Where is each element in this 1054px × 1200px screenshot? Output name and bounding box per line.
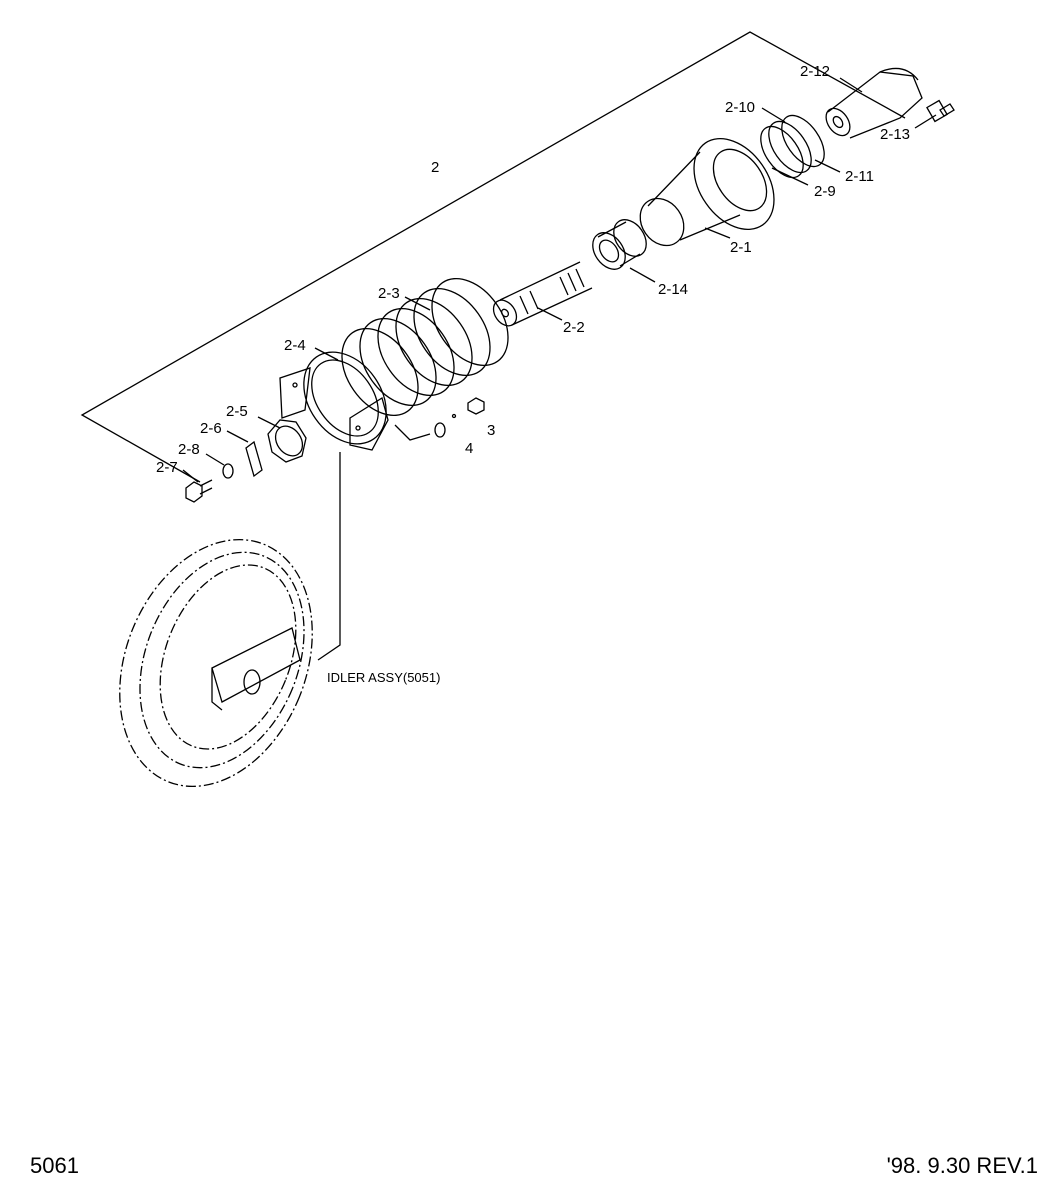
callout-2-12: 2-12 (800, 63, 830, 80)
part-2-13-fitting (926, 99, 955, 123)
callout-2-3: 2-3 (378, 285, 400, 302)
callout-2-10: 2-10 (725, 99, 755, 116)
part-2-3-spring (341, 277, 509, 417)
callout-2-2: 2-2 (563, 319, 585, 336)
part-2-11-ring (781, 114, 825, 168)
leader-2-2 (537, 307, 563, 321)
callout-2-9: 2-9 (814, 183, 836, 200)
part-2-10-ring (768, 120, 812, 174)
leader-2-7 (182, 469, 199, 483)
callout-3: 3 (487, 422, 495, 439)
leader-2-5 (257, 416, 281, 429)
callout-2-11: 2-11 (845, 168, 874, 185)
part-2-12-pin (825, 67, 923, 139)
part-4-washer (434, 422, 446, 438)
leader-2-1 (704, 227, 731, 239)
leader-2-6 (226, 430, 249, 443)
callout-2-14: 2-14 (658, 281, 688, 298)
assembly-bracket-line (80, 31, 906, 483)
part-2-14-bushing (592, 219, 647, 270)
callout-2-5: 2-5 (226, 403, 248, 420)
idler-assy-label: IDLER ASSY(5051) (327, 670, 440, 685)
part-2-4-bracket (279, 351, 389, 451)
page-code: 5061 (30, 1153, 79, 1178)
part-2-1-cylinder (639, 137, 775, 247)
leader-2-10 (761, 107, 786, 123)
leader-2-11 (814, 159, 841, 173)
leader-idler (317, 452, 341, 661)
leader-2-14 (629, 267, 656, 283)
callout-2: 2 (431, 159, 439, 176)
leader-2-13 (914, 114, 937, 129)
part-2-8-washer (222, 463, 234, 479)
revision-date: '98. 9.30 REV.1 (886, 1153, 1038, 1178)
callout-4: 4 (465, 440, 473, 457)
callout-2-13: 2-13 (880, 126, 910, 143)
part-2-9-ring (760, 125, 804, 179)
leader-2-12 (839, 77, 863, 93)
part-2-6-lock-plate (245, 440, 263, 478)
idler-assembly (119, 538, 313, 788)
leader-2-4 (314, 347, 339, 361)
callout-2-1: 2-1 (730, 239, 752, 256)
part-3-bolt (451, 397, 485, 419)
callout-2-8: 2-8 (178, 441, 200, 458)
callout-2-7: 2-7 (156, 459, 178, 476)
leader-3-4 (394, 424, 431, 441)
part-2-5-nut (267, 419, 307, 463)
leader-2-9 (771, 167, 809, 186)
idler-yoke (211, 627, 301, 711)
callout-2-4: 2-4 (284, 337, 306, 354)
leader-2-8 (205, 453, 225, 466)
callout-2-6: 2-6 (200, 420, 222, 437)
part-2-7-bolt (185, 479, 213, 503)
leader-2-3 (404, 296, 431, 311)
